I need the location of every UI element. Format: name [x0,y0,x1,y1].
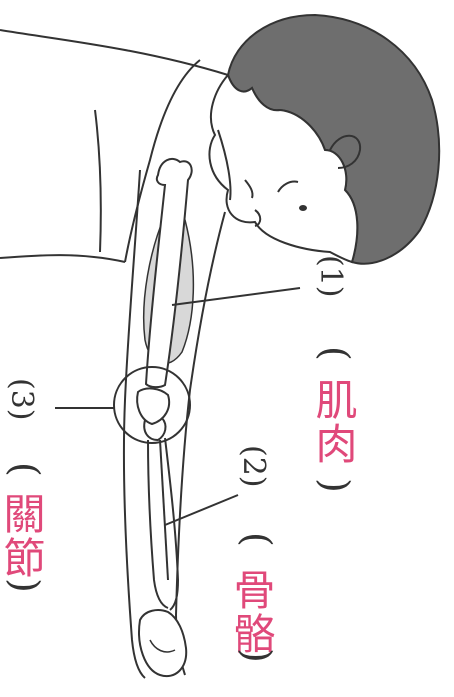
pointer-line-2 [165,495,238,525]
body-lower [0,255,125,262]
label-1-number: (1) [315,255,345,298]
label-3-answer: 關節 [0,492,42,580]
label-1-answer: 肌肉 [312,378,354,466]
label-2-paren-open: ( [238,532,276,547]
torso [0,30,228,75]
label-1-paren-close: ) [316,478,354,493]
elbow-bones [137,388,169,424]
label-3-paren-close: ) [6,578,44,593]
label-1-paren-open: ( [316,346,354,361]
label-3-number: (3) [6,378,36,421]
hand [139,610,186,676]
eye [299,205,307,211]
label-2-answer: 骨骼 [230,568,272,656]
label-2-paren-close: ) [238,648,276,663]
sleeve [95,110,101,252]
label-3-paren-open: ( [6,462,44,477]
label-2-number: (2) [238,445,268,488]
